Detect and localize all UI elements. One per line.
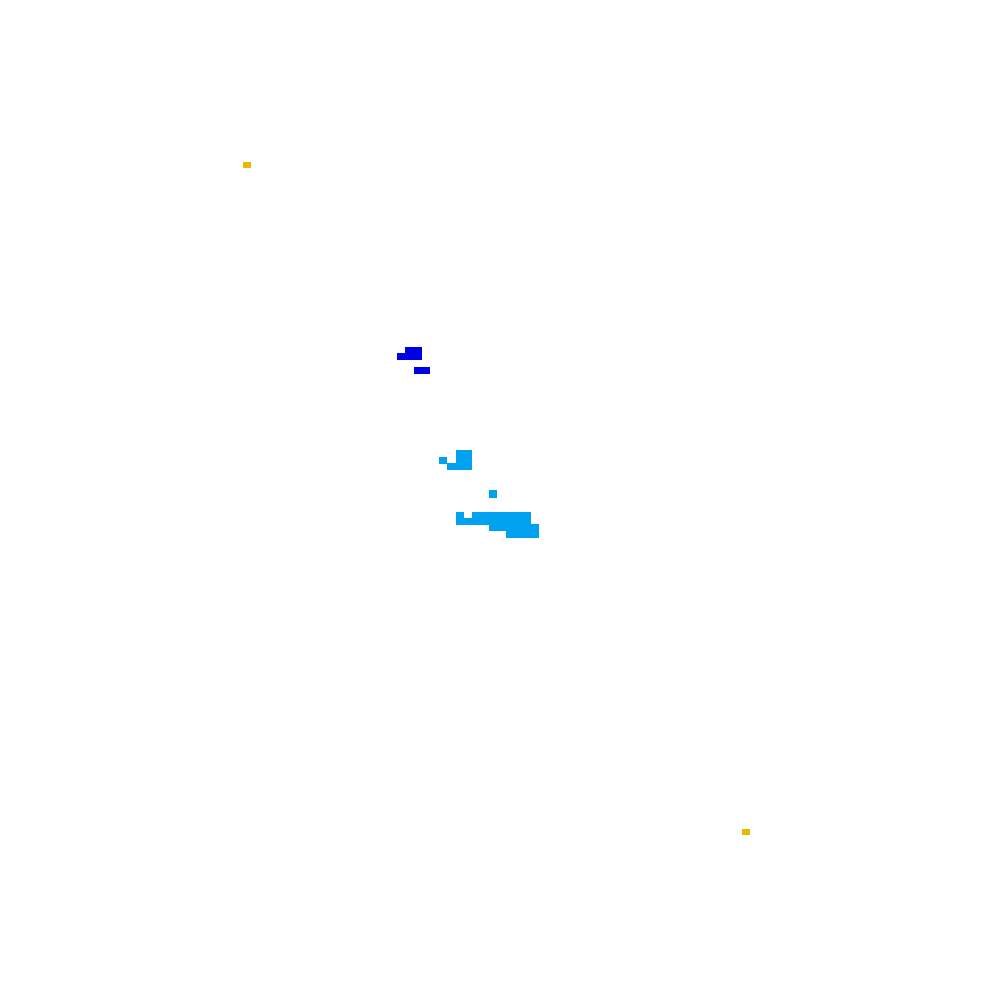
marker-bottom-right [742, 829, 750, 835]
marker-top-left [243, 162, 251, 168]
